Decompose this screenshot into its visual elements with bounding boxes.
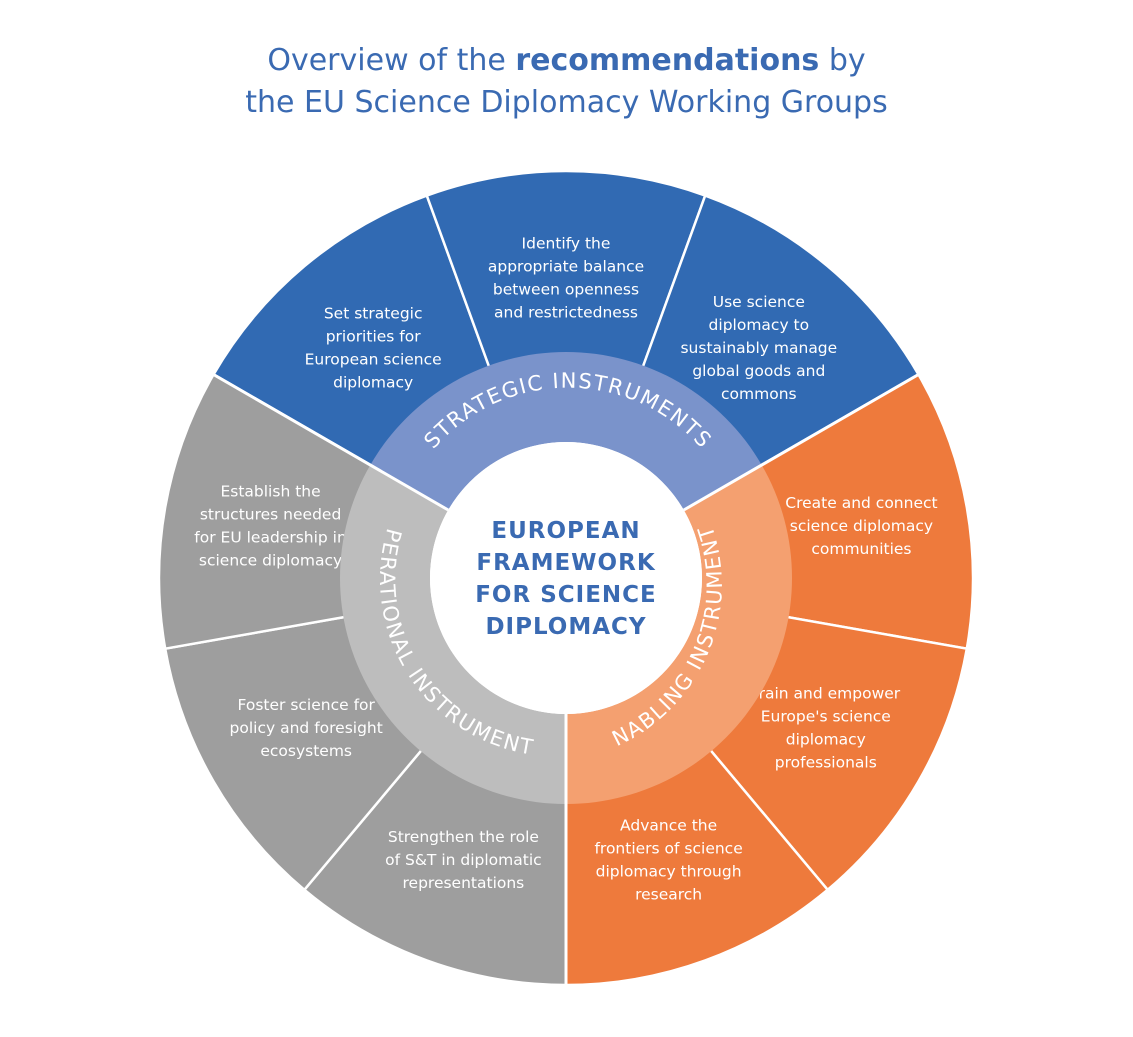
center-label-text: EUROPEAN FRAMEWORK FOR SCIENCE DIPLOMACY bbox=[475, 518, 657, 640]
segment-4-label-line: communities bbox=[811, 540, 911, 558]
segment-7-label-line: of S&T in diplomatic bbox=[385, 851, 542, 869]
ring-enabling bbox=[566, 465, 792, 804]
ring-strategic bbox=[370, 352, 762, 510]
segment-6-label-line: frontiers of science bbox=[594, 839, 742, 857]
segment-1-label-line: European science bbox=[305, 351, 442, 369]
instrument-rings bbox=[339, 352, 792, 804]
segment-2-label-line: Identify the bbox=[522, 235, 611, 253]
segment-1-label-line: Set strategic bbox=[324, 305, 423, 323]
center-label-line: FRAMEWORK bbox=[476, 550, 655, 576]
segment-6-label-line: research bbox=[635, 885, 702, 903]
center-label: EUROPEAN FRAMEWORK FOR SCIENCE DIPLOMACY bbox=[475, 518, 657, 640]
segment-3-label-line: commons bbox=[721, 385, 797, 403]
segment-6-label: Advance the frontiers of science diplomacy… bbox=[594, 816, 742, 903]
title-line2: the EU Science Diplomacy Working Groups bbox=[245, 85, 888, 120]
diagram-title: Overview of the recommendations by the EU… bbox=[0, 40, 1133, 124]
segment-4-label-line: science diplomacy bbox=[790, 517, 933, 535]
segment-8-label: Foster science for policy and foresight ec… bbox=[230, 696, 383, 760]
segment-6-label-line: diplomacy through bbox=[596, 862, 742, 880]
segment-3-label: Use science diplomacy to sustainably manag… bbox=[680, 293, 837, 403]
title-line1-pre: Overview of the bbox=[267, 43, 516, 78]
center-label-line: EUROPEAN bbox=[491, 518, 640, 544]
segment-8-label-line: policy and foresight bbox=[230, 719, 383, 737]
segment-3-label-line: sustainably manage bbox=[680, 339, 837, 357]
group-divider bbox=[211, 372, 449, 512]
segment-5-label-line: Europe's science bbox=[761, 708, 891, 726]
segment-9-label-line: structures needed bbox=[200, 505, 341, 523]
segment-3-label-line: Use science bbox=[713, 293, 805, 311]
segment-8-label-line: Foster science for bbox=[237, 696, 375, 714]
segment-9-label-line: for EU leadership in bbox=[194, 528, 347, 546]
segment-1-label-line: priorities for bbox=[326, 328, 422, 346]
segment-8-label-line: ecosystems bbox=[260, 742, 352, 760]
segment-4-label: Create and connect science diplomacy commu… bbox=[785, 494, 937, 558]
title-line1-bold: recommendations bbox=[515, 43, 820, 78]
segment-7-label: Strengthen the role of S&T in diplomatic r… bbox=[385, 828, 542, 892]
ring-operational bbox=[339, 465, 566, 804]
segment-2-label-line: appropriate balance bbox=[488, 258, 644, 276]
segment-1-label-line: diplomacy bbox=[333, 374, 413, 392]
group-divider bbox=[683, 372, 921, 512]
title-line1-post: by bbox=[819, 43, 866, 78]
segment-2-label-line: between openness bbox=[493, 281, 639, 299]
segment-2-label-line: and restrictedness bbox=[494, 304, 638, 322]
segment-3-label-line: diplomacy to bbox=[709, 316, 810, 334]
segment-3-label-line: global goods and bbox=[692, 362, 825, 380]
segment-2-label: Identify the appropriate balance between o… bbox=[488, 235, 644, 322]
segment-5-label-line: diplomacy bbox=[786, 731, 866, 749]
segment-5-label-line: professionals bbox=[775, 754, 877, 772]
segment-4-label-line: Create and connect bbox=[785, 494, 937, 512]
ring-dividers bbox=[211, 372, 921, 987]
center-label-line: FOR SCIENCE bbox=[475, 582, 657, 608]
segment-9-label-line: Establish the bbox=[220, 482, 320, 500]
segment-5-label-line: Train and empower bbox=[750, 685, 900, 703]
segment-7-label-line: Strengthen the role bbox=[388, 828, 539, 846]
segment-7-label-line: representations bbox=[403, 874, 525, 892]
center-label-line: DIPLOMACY bbox=[485, 614, 646, 640]
segment-6-label-line: Advance the bbox=[620, 816, 717, 834]
segment-9-label: Establish the structures needed for EU lea… bbox=[194, 482, 347, 569]
center-disc bbox=[430, 442, 702, 714]
segment-9-label-line: science diplomacy bbox=[199, 551, 342, 569]
